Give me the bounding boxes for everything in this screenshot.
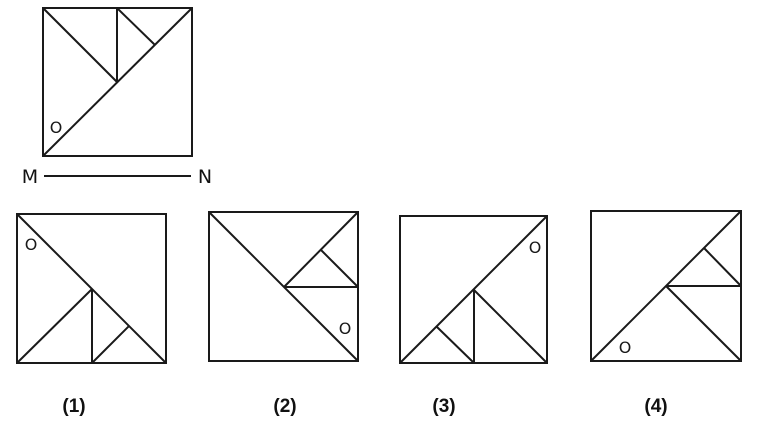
option-2-marker: O: [339, 319, 352, 338]
option-1-edge: [16, 288, 93, 364]
option-2-edge: [320, 249, 359, 288]
question-triangle-edge: [116, 7, 156, 46]
option-2-label: (2): [273, 396, 296, 417]
option-1-label: (1): [62, 396, 85, 417]
option-3-marker: O: [529, 238, 542, 257]
option-4-edge: [703, 247, 742, 287]
question-figure: [42, 7, 193, 177]
option-3-figure: [399, 215, 548, 364]
option-3-edge: [436, 326, 475, 364]
option-1-marker: O: [25, 235, 38, 254]
question-triangle-edge: [42, 7, 118, 83]
option-3-label: (3): [432, 396, 455, 417]
option-2-figure: [208, 211, 359, 362]
option-3-edge: [473, 289, 548, 364]
option-4-edge: [665, 285, 742, 362]
question-marker: O: [50, 118, 63, 137]
option-2-edge: [283, 211, 359, 288]
mirror-label-m: M: [22, 166, 38, 188]
option-4-label: (4): [644, 396, 667, 417]
option-1-edge: [91, 325, 130, 364]
option-1-figure: [16, 213, 167, 364]
option-4-marker: O: [619, 338, 632, 357]
option-4-figure: [590, 210, 742, 362]
option-3-diagonal: [399, 215, 548, 364]
mirror-label-n: N: [198, 166, 212, 188]
